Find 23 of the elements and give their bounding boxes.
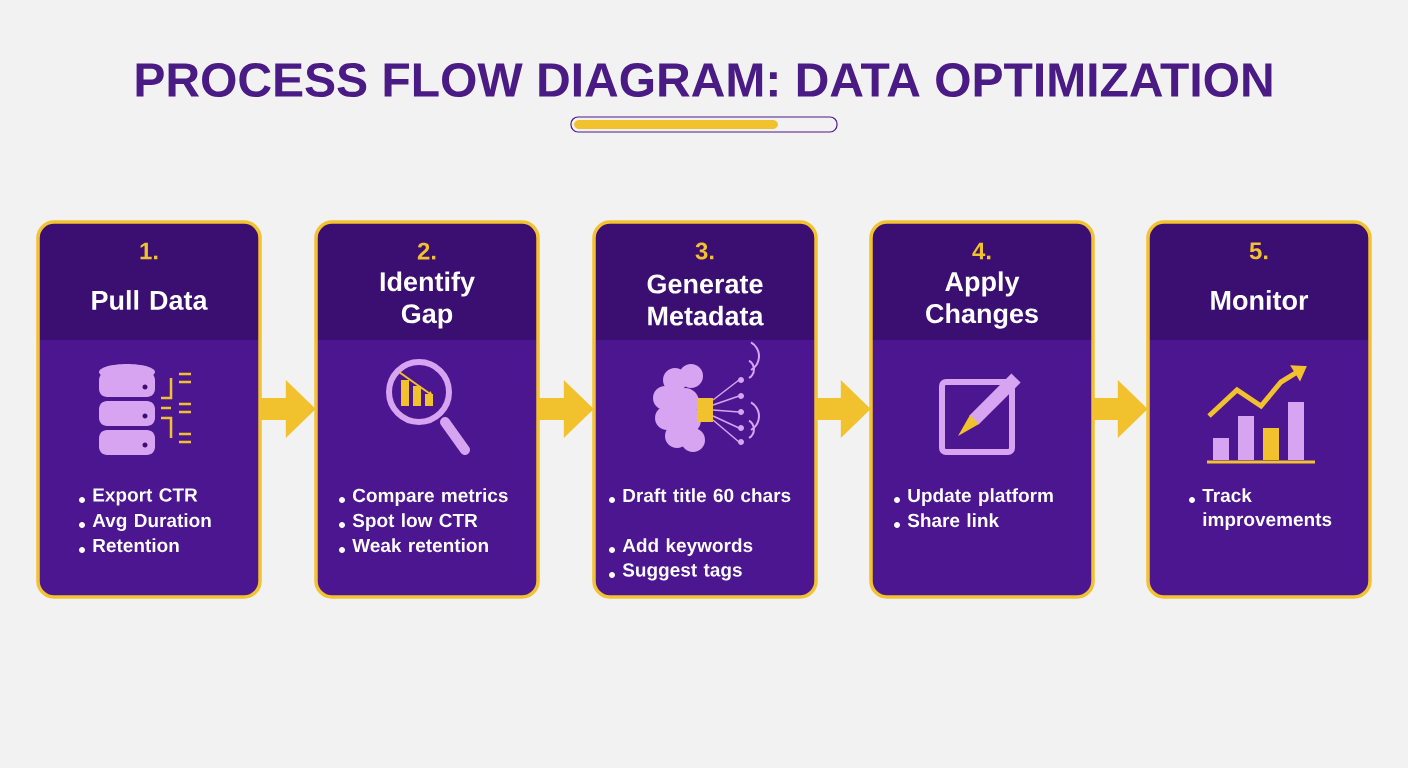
bullet-item: Spot low CTR (339, 513, 478, 531)
bullet-item: Suggest tags (609, 563, 742, 581)
step-number: 4. (972, 242, 991, 260)
step-number: 1. (140, 242, 158, 260)
step-heading: Pull Data (92, 290, 208, 310)
step-number: 5. (1249, 242, 1268, 260)
step-heading: Identify Gap (380, 271, 475, 329)
bullet-item: Avg Duration (79, 513, 211, 531)
step-number: 3. (695, 242, 714, 260)
step-heading: Monitor (1211, 290, 1309, 310)
bullet-item: Retention (79, 538, 179, 553)
bullet-item: Export CTR (79, 488, 198, 506)
bullet-item: Update platform (894, 488, 1053, 506)
bullet-item: Weak retention (339, 538, 488, 553)
step-heading: Apply Changes (926, 271, 1038, 329)
bullet-item: Add keywords (609, 538, 753, 556)
step-number: 2. (417, 242, 436, 260)
title: PROCESS FLOW DIAGRAM: DATA OPTIMIZATION (136, 63, 1272, 97)
bullet-item: Track improvements (1189, 488, 1332, 530)
bullet-item: Draft title 60 chars (609, 488, 791, 503)
step-heading: Generate Metadata (647, 274, 764, 326)
bullet-item: Compare metrics (339, 488, 508, 506)
bullet-item: Share link (894, 513, 1000, 528)
